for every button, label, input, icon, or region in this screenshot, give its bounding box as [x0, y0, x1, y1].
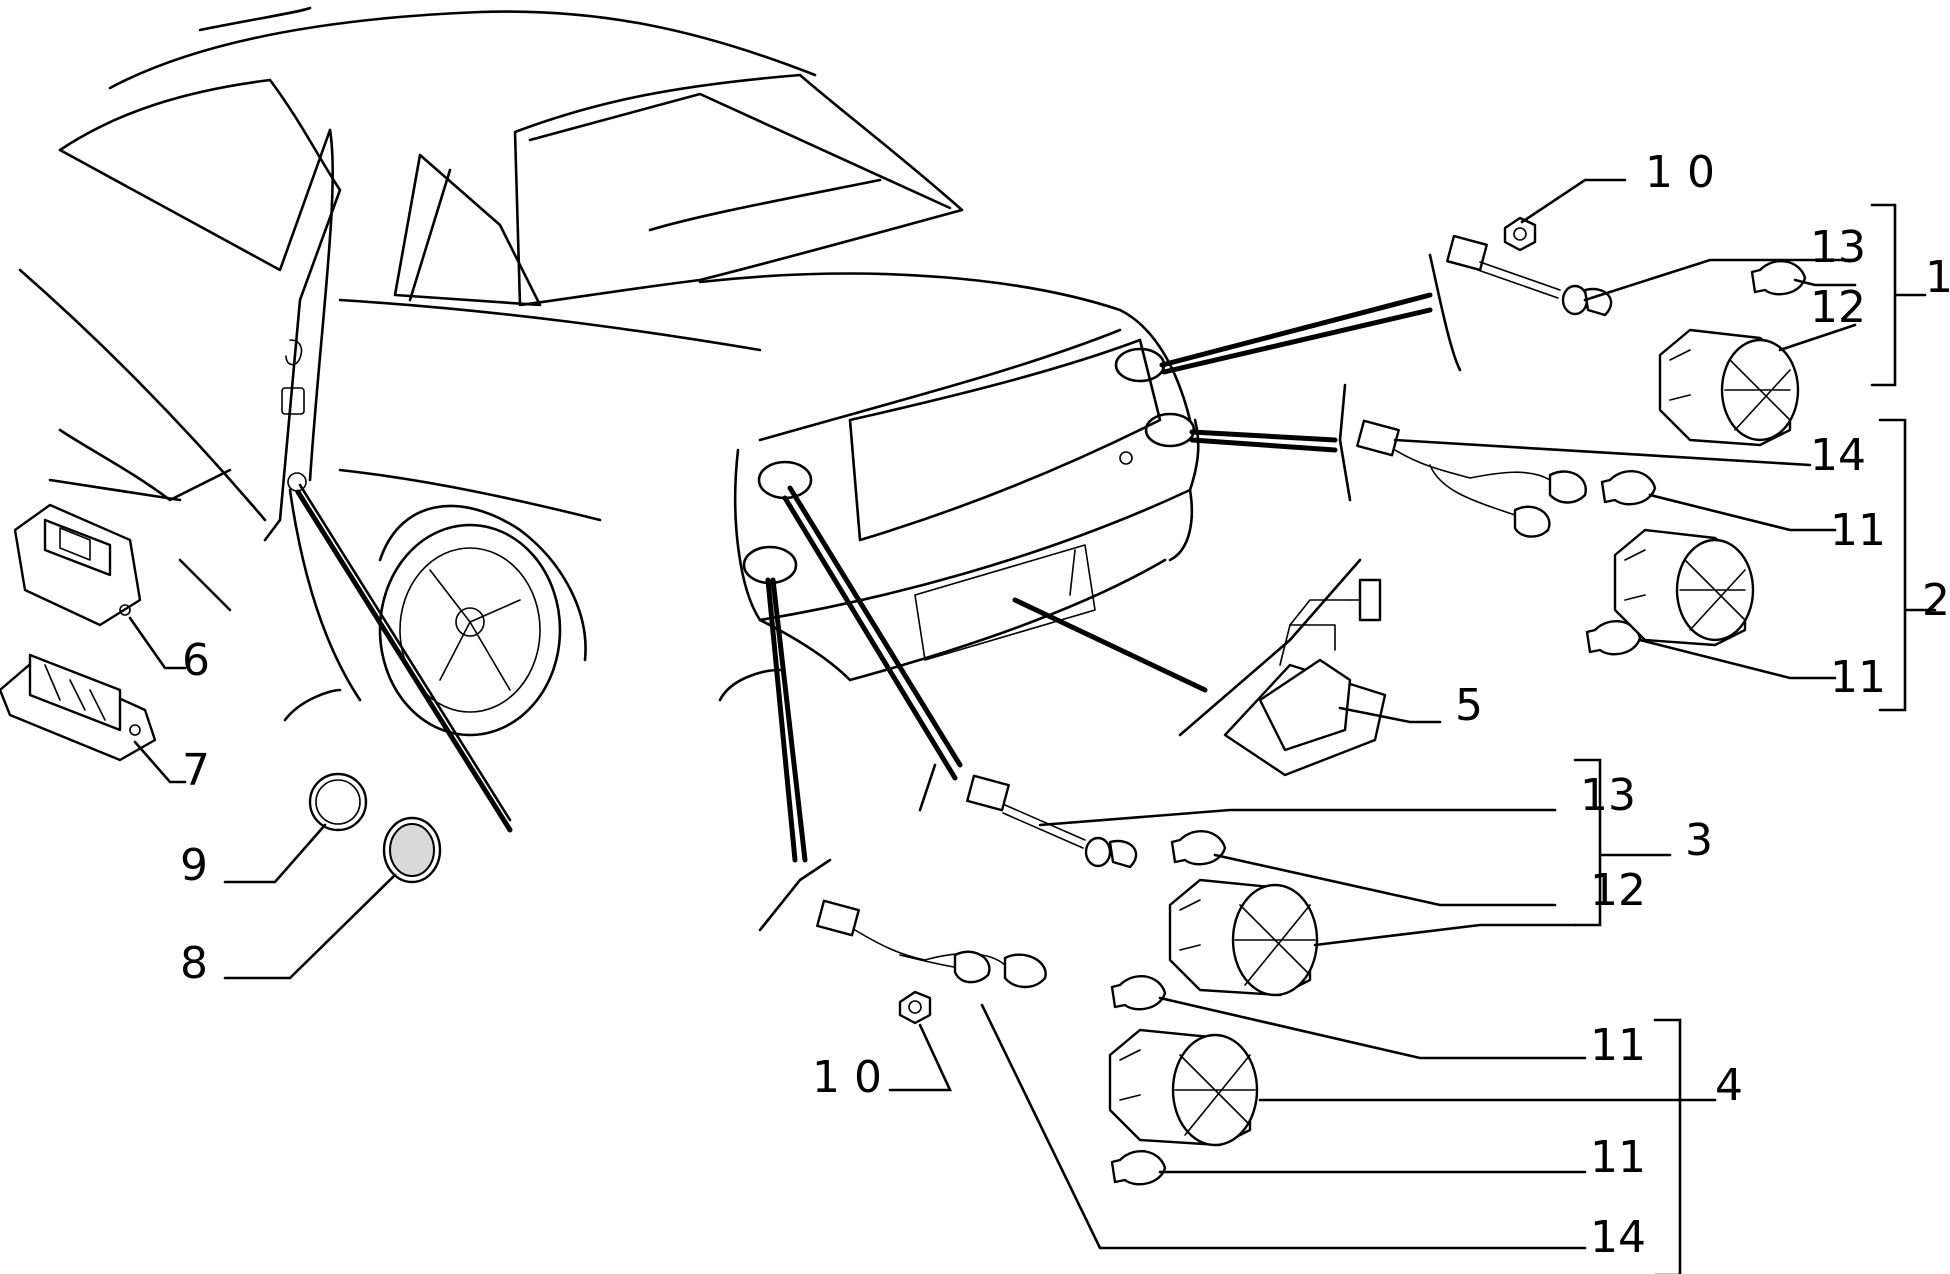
callout-leaders: [128, 178, 1937, 1274]
callout-13-top: 13: [1810, 222, 1866, 273]
callout-11-c: 11: [1590, 1020, 1646, 1071]
nut-bottom: [898, 990, 932, 1025]
rear-lamp-assembly-3: [966, 774, 1319, 997]
callout-11-d: 11: [1590, 1132, 1646, 1183]
callout-14-top: 14: [1810, 430, 1866, 481]
nut-top: [1503, 216, 1537, 252]
rear-lamp-assembly-4: [816, 899, 1259, 1186]
rear-lamp-assembly-2: [1356, 419, 1755, 656]
callout-2: 2: [1922, 575, 1950, 626]
callout-1: 1: [1925, 252, 1950, 303]
callout-8: 8: [180, 938, 208, 989]
callout-5: 5: [1455, 680, 1483, 731]
callout-3: 3: [1685, 815, 1713, 866]
car-body: [18, 6, 1200, 737]
cut-marks: [48, 253, 1462, 932]
callout-11-a: 11: [1830, 505, 1886, 556]
rear-lamp-assembly-1: [1446, 216, 1807, 447]
assembly-leaders: [295, 292, 1433, 863]
gasket-ring: [308, 772, 368, 832]
licence-lamp-5: [1223, 578, 1387, 777]
callout-13-bottom: 13: [1580, 770, 1636, 821]
callout-12-top: 12: [1810, 282, 1866, 333]
licence-lamp-6: [13, 503, 142, 627]
callout-9: 9: [180, 840, 208, 891]
callout-4: 4: [1715, 1060, 1743, 1111]
callout-6: 6: [182, 635, 210, 686]
callout-labels: 1 0 13 12 1 14 11 2 11 5 6 7 9 8 13 3 12…: [180, 147, 1950, 1263]
callout-14-bottom: 14: [1590, 1212, 1646, 1263]
callout-12-bottom: 12: [1590, 865, 1646, 916]
reflector-lens: [382, 816, 442, 884]
licence-lamp-7: [0, 653, 157, 762]
callout-10-bottom: 1 0: [812, 1052, 882, 1103]
callout-11-b: 11: [1830, 652, 1886, 703]
callout-10-top: 1 0: [1645, 147, 1715, 198]
callout-7: 7: [182, 745, 210, 796]
